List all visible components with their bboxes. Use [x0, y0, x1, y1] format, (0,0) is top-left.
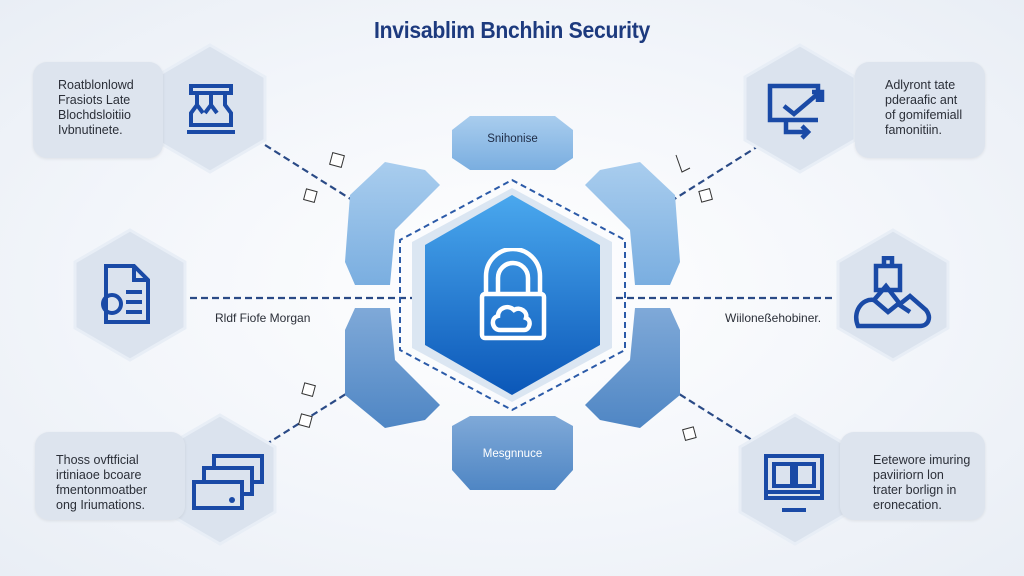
- label-mid-right: Wiiloneßehobiner.: [725, 311, 822, 325]
- text-line: Eetewore imuring: [873, 453, 971, 467]
- segment-top-label: Snihonise: [487, 133, 538, 145]
- page-title: Invisablim Bnchhin Security: [374, 17, 650, 43]
- text-line: fmentonmoatber: [56, 483, 148, 497]
- segment-bottom-label: Mesgnnuce: [482, 448, 543, 460]
- tick-mark-icon: [675, 154, 691, 173]
- text-line: Ivbnutinete.: [58, 123, 123, 137]
- monitor-check-icon: [767, 83, 825, 140]
- dashboard-screen-icon: [764, 454, 824, 512]
- text-line: paviiriorn lon: [873, 468, 944, 482]
- text-line: famonitiin.: [885, 123, 942, 137]
- text-line: Roatblonlowd: [58, 78, 134, 92]
- info-box-top-left: [33, 62, 163, 158]
- info-box-top-right: [855, 62, 985, 158]
- text-line: Adlyront tate: [885, 78, 956, 92]
- text-line: eronecation.: [873, 498, 942, 512]
- label-mid-left: Rldf Fiofe Morgan: [215, 311, 311, 325]
- text-line: Blochdsloitiio: [58, 108, 131, 122]
- info-box-bottom-right: [840, 432, 985, 520]
- pillars-icon: [187, 84, 235, 134]
- cards-stack-icon: [192, 454, 264, 510]
- padlock-cloud-icon: [479, 248, 547, 341]
- document-certificate-icon: [101, 264, 150, 324]
- info-text-top-right: Adlyront tate pderaafic ant of gomifemia…: [885, 78, 962, 138]
- bag-mountain-icon: [854, 256, 932, 329]
- text-line: irtiniaoe bcoare: [56, 468, 142, 482]
- text-line: trater borlign in: [873, 483, 957, 497]
- connector-lines: [190, 144, 835, 446]
- text-line: Frasiots Late: [58, 93, 131, 107]
- text-line: ong Iriumations.: [56, 498, 145, 512]
- info-text-bottom-left: Thoss ovftficial irtiniaoe bcoare fmento…: [56, 453, 147, 513]
- text-line: pderaafic ant: [885, 93, 958, 107]
- info-box-bottom-left: [35, 432, 185, 520]
- text-line: of gomifemiall: [885, 108, 963, 122]
- text-line: Thoss ovftficial: [56, 453, 139, 467]
- info-text-top-left: Roatblonlowd Frasiots Late Blochdsloitii…: [58, 78, 134, 138]
- info-text-bottom-right: Eetewore imuring paviiriorn lon trater b…: [873, 453, 970, 513]
- small-tag-icons: [298, 152, 713, 441]
